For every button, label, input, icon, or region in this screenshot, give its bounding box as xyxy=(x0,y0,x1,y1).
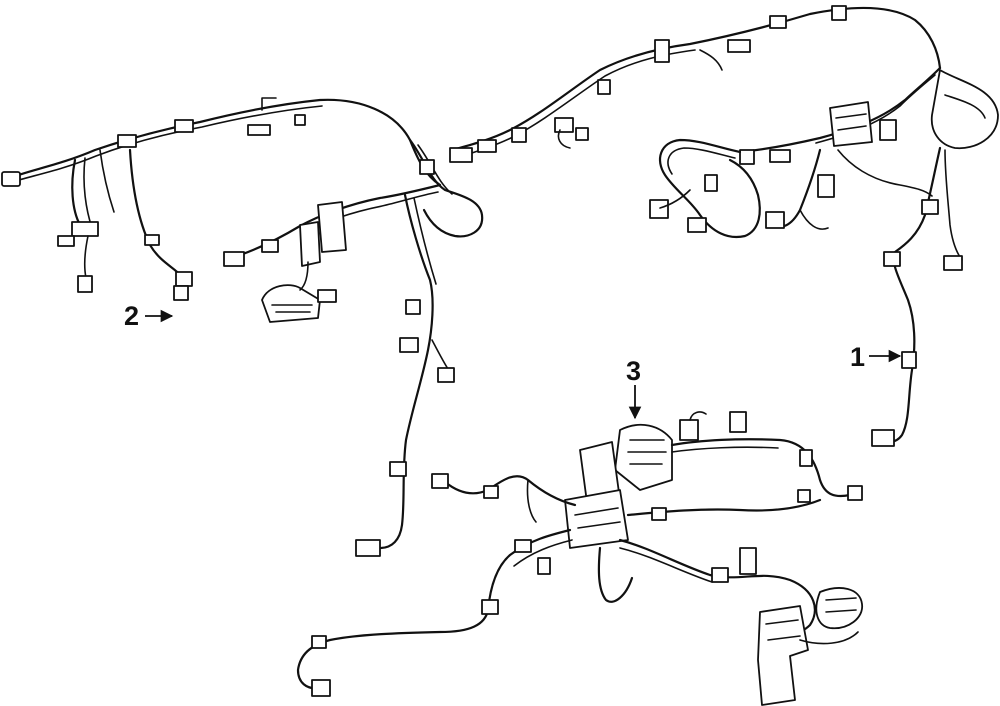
connector xyxy=(77,275,93,293)
connector xyxy=(57,235,75,247)
connector xyxy=(355,539,381,557)
connector-2-part xyxy=(173,285,189,301)
harness-1 xyxy=(449,5,999,447)
connector xyxy=(847,485,863,501)
clip xyxy=(477,139,497,153)
clip xyxy=(261,239,279,253)
fuse-block xyxy=(614,423,673,491)
connector xyxy=(687,217,707,233)
connector xyxy=(575,127,589,141)
connector xyxy=(223,251,245,267)
clip xyxy=(704,174,718,192)
connector xyxy=(729,411,747,433)
clip xyxy=(247,124,271,136)
clip xyxy=(419,159,435,175)
harness-3 xyxy=(296,411,863,706)
connector xyxy=(311,679,331,697)
bracket xyxy=(757,605,809,706)
connector xyxy=(317,289,337,303)
clip xyxy=(654,39,670,63)
clip xyxy=(511,127,527,143)
connector xyxy=(739,149,755,165)
callout-3-number: 3 xyxy=(626,356,641,386)
connector xyxy=(679,419,699,441)
callout-2-number: 2 xyxy=(124,301,139,331)
connector xyxy=(943,255,963,271)
connector xyxy=(769,149,791,163)
clip xyxy=(769,15,787,29)
connector xyxy=(817,174,835,198)
clip xyxy=(831,5,847,21)
clip xyxy=(514,539,532,553)
connector xyxy=(71,221,99,237)
connector xyxy=(399,337,419,353)
connector xyxy=(175,271,193,287)
connector xyxy=(871,429,895,447)
connector xyxy=(537,557,551,575)
clip xyxy=(294,114,306,126)
connector xyxy=(554,117,574,133)
clip xyxy=(174,119,194,133)
connector xyxy=(449,147,473,163)
clip xyxy=(117,134,137,148)
relay-block xyxy=(317,201,347,253)
relay-box xyxy=(829,101,873,147)
callout-1-number: 1 xyxy=(850,342,865,372)
clip xyxy=(799,449,813,467)
clip xyxy=(389,461,407,477)
connector xyxy=(437,367,455,383)
connector-1-part xyxy=(901,351,917,369)
connector xyxy=(765,211,785,229)
clip xyxy=(651,507,667,521)
clip xyxy=(481,599,499,615)
connector xyxy=(727,39,751,53)
grommet xyxy=(930,69,999,150)
junction-bracket xyxy=(261,284,321,323)
harness-2 xyxy=(1,97,484,557)
callout-1: 1 xyxy=(850,342,902,372)
connector xyxy=(649,199,669,219)
clip xyxy=(797,489,811,503)
clip xyxy=(711,567,729,583)
callout-3: 3 xyxy=(626,356,642,420)
relay-block xyxy=(299,221,321,267)
connector xyxy=(883,251,901,267)
clip xyxy=(144,234,160,246)
clip xyxy=(483,485,499,499)
connector xyxy=(431,473,449,489)
clip xyxy=(597,79,611,95)
callout-2: 2 xyxy=(124,301,174,331)
connector xyxy=(739,547,757,575)
bracket xyxy=(564,489,629,549)
clip xyxy=(921,199,939,215)
clip xyxy=(879,119,897,141)
connector xyxy=(1,171,21,187)
clip xyxy=(405,299,421,315)
clip xyxy=(311,635,327,649)
grommet xyxy=(815,587,863,630)
